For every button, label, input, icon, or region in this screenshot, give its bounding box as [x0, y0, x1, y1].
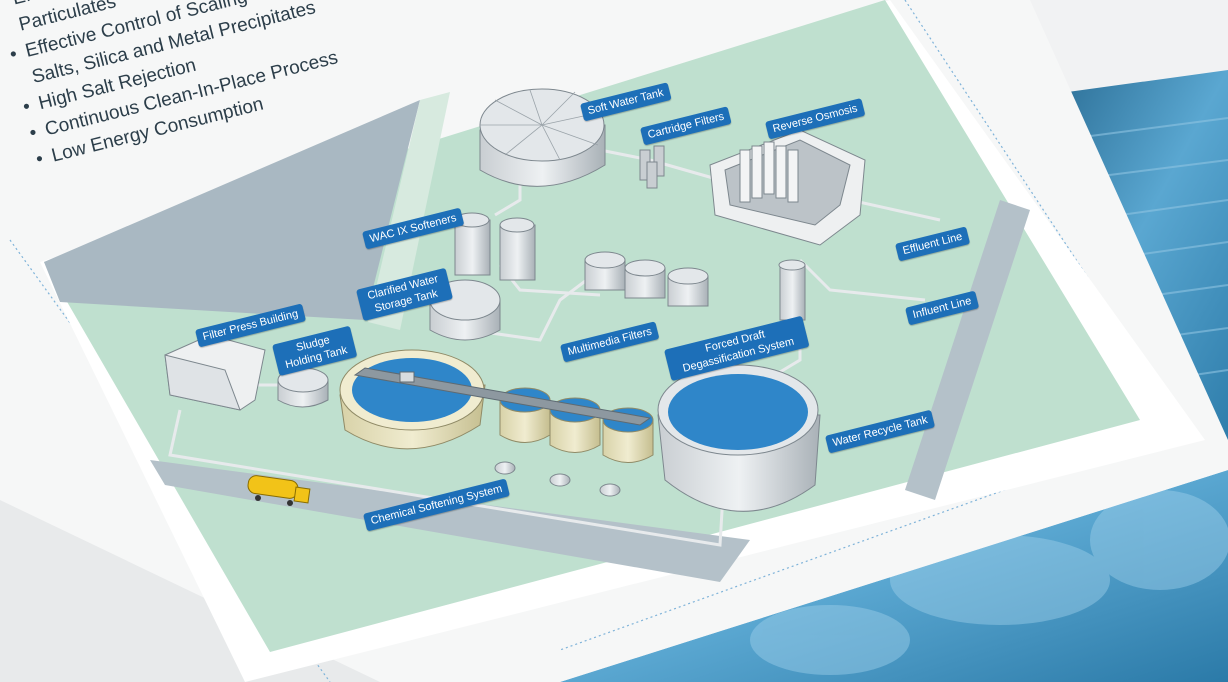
soft-water-tank: [479, 88, 606, 187]
multimedia-filters: [584, 251, 709, 307]
sludge-holding-tank: [277, 367, 329, 408]
clarifier: [339, 349, 486, 450]
water-recycle-tank: [657, 364, 821, 512]
grey-lot: [44, 100, 420, 320]
path-strip: [368, 92, 450, 330]
degassification-tower: [778, 259, 806, 321]
page-guide-right: [559, 0, 1186, 651]
chemical-dosing-drums: [494, 461, 621, 497]
reverse-osmosis-unit: [709, 129, 866, 246]
filter-press-building: [164, 334, 266, 411]
cartridge-filters: [639, 145, 665, 189]
page-guide-left: [9, 239, 331, 682]
wac-ix-softeners: [454, 212, 536, 281]
chemical-softening-tanks: [353, 367, 654, 463]
tanker-truck: [247, 475, 311, 506]
road-right: [905, 200, 1030, 500]
